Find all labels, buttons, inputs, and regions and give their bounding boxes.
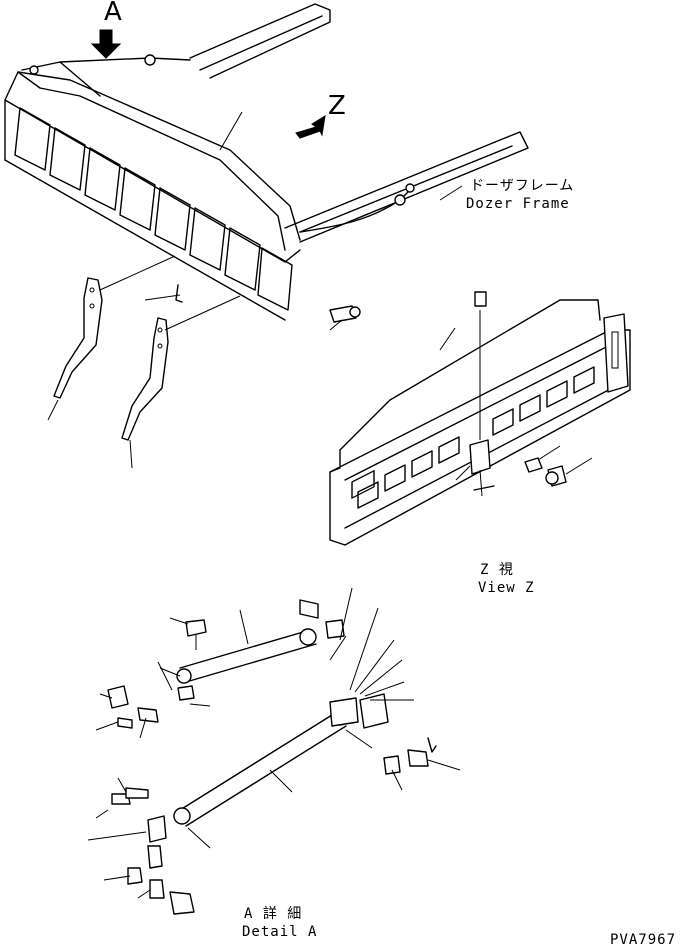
drawing-code: PVA7967	[610, 932, 677, 948]
view-z-label-jp: Z 視	[480, 562, 514, 578]
dozer-frame-assembly	[4, 3, 529, 323]
detail-a-assembly	[87, 587, 461, 915]
arrow-a-marker	[90, 29, 122, 59]
view-z-pockets	[351, 470, 375, 499]
detail-a-label-en: Detail A	[242, 924, 318, 940]
dozer-frame-label-jp: ドーザフレーム	[470, 178, 575, 194]
leader-dozer-frame	[439, 185, 463, 201]
detail-a-label-jp: A 詳 細	[244, 906, 303, 922]
ripper-shank-left	[53, 277, 103, 399]
dozer-frame-label-en: Dozer Frame	[466, 196, 570, 212]
ripper-shank-right	[121, 317, 169, 441]
shank-pockets	[14, 107, 293, 311]
view-z-label-en: View Z	[478, 580, 535, 596]
arrow-a-label: A	[104, 0, 122, 27]
view-z-frame	[329, 291, 631, 546]
arrow-z-label: Z	[328, 91, 346, 121]
arrow-z-marker	[295, 115, 326, 139]
